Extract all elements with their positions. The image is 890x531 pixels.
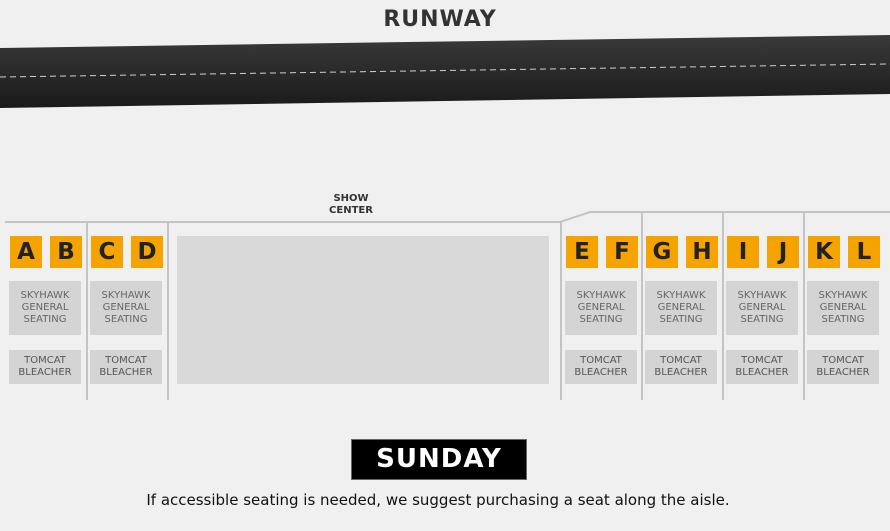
- day-label: SUNDAY: [352, 440, 526, 479]
- skyhawk-label: SKYHAWK GENERAL SEATING: [818, 290, 868, 325]
- section-d-button[interactable]: D: [131, 236, 163, 268]
- tomcat-bleacher-kl[interactable]: TOMCAT BLEACHER: [807, 350, 879, 384]
- section-c-button[interactable]: C: [91, 236, 123, 268]
- tomcat-label: TOMCAT BLEACHER: [735, 355, 789, 378]
- show-center-label: SHOW CENTER: [329, 193, 373, 216]
- section-a-button[interactable]: A: [10, 236, 42, 268]
- accessibility-note: If accessible seating is needed, we sugg…: [146, 491, 730, 509]
- section-k-button[interactable]: K: [808, 236, 840, 268]
- runway-strip: [0, 35, 890, 108]
- tomcat-label: TOMCAT BLEACHER: [99, 355, 153, 378]
- tomcat-bleacher-gh[interactable]: TOMCAT BLEACHER: [645, 350, 717, 384]
- section-j-button[interactable]: J: [767, 236, 799, 268]
- section-g-button[interactable]: G: [646, 236, 678, 268]
- skyhawk-label: SKYHAWK GENERAL SEATING: [101, 290, 151, 325]
- tomcat-bleacher-ef[interactable]: TOMCAT BLEACHER: [565, 350, 637, 384]
- section-i-button[interactable]: I: [727, 236, 759, 268]
- skyhawk-seating-cd[interactable]: SKYHAWK GENERAL SEATING: [90, 281, 162, 335]
- skyhawk-label: SKYHAWK GENERAL SEATING: [20, 290, 70, 325]
- section-f-button[interactable]: F: [606, 236, 638, 268]
- tomcat-bleacher-cd[interactable]: TOMCAT BLEACHER: [90, 350, 162, 384]
- runway-title: RUNWAY: [383, 7, 497, 32]
- skyhawk-label: SKYHAWK GENERAL SEATING: [737, 290, 787, 325]
- skyhawk-seating-gh[interactable]: SKYHAWK GENERAL SEATING: [645, 281, 717, 335]
- section-b-button[interactable]: B: [50, 236, 82, 268]
- skyhawk-seating-ij[interactable]: SKYHAWK GENERAL SEATING: [726, 281, 798, 335]
- tomcat-bleacher-ab[interactable]: TOMCAT BLEACHER: [9, 350, 81, 384]
- section-l-button[interactable]: L: [848, 236, 880, 268]
- tomcat-label: TOMCAT BLEACHER: [18, 355, 72, 378]
- skyhawk-seating-kl[interactable]: SKYHAWK GENERAL SEATING: [807, 281, 879, 335]
- tomcat-label: TOMCAT BLEACHER: [574, 355, 628, 378]
- show-center-area: [177, 236, 549, 384]
- skyhawk-label: SKYHAWK GENERAL SEATING: [576, 290, 626, 325]
- tomcat-label: TOMCAT BLEACHER: [654, 355, 708, 378]
- skyhawk-seating-ef[interactable]: SKYHAWK GENERAL SEATING: [565, 281, 637, 335]
- section-h-button[interactable]: H: [686, 236, 718, 268]
- section-e-button[interactable]: E: [566, 236, 598, 268]
- skyhawk-seating-ab[interactable]: SKYHAWK GENERAL SEATING: [9, 281, 81, 335]
- tomcat-label: TOMCAT BLEACHER: [816, 355, 870, 378]
- tomcat-bleacher-ij[interactable]: TOMCAT BLEACHER: [726, 350, 798, 384]
- skyhawk-label: SKYHAWK GENERAL SEATING: [656, 290, 706, 325]
